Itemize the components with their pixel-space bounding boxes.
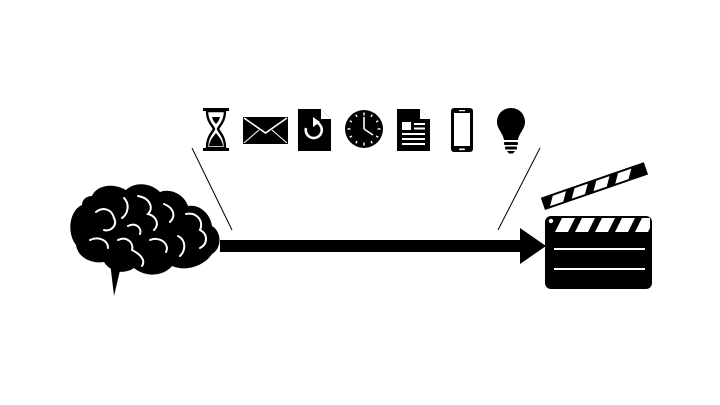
- lightbulb-icon: [497, 108, 525, 154]
- funnel-line-left: [191, 147, 233, 231]
- hourglass-icon: [203, 108, 229, 151]
- clock-icon: [345, 110, 383, 148]
- brain-icon: [70, 184, 220, 296]
- envelope-icon: [243, 117, 288, 144]
- smartphone-icon: [451, 108, 473, 152]
- arrow-right-icon: [220, 228, 546, 264]
- clapperboard-icon: [540, 162, 652, 289]
- refresh-document-icon: [298, 109, 331, 151]
- text-document-icon: [397, 109, 430, 151]
- funnel-line-right: [497, 147, 541, 231]
